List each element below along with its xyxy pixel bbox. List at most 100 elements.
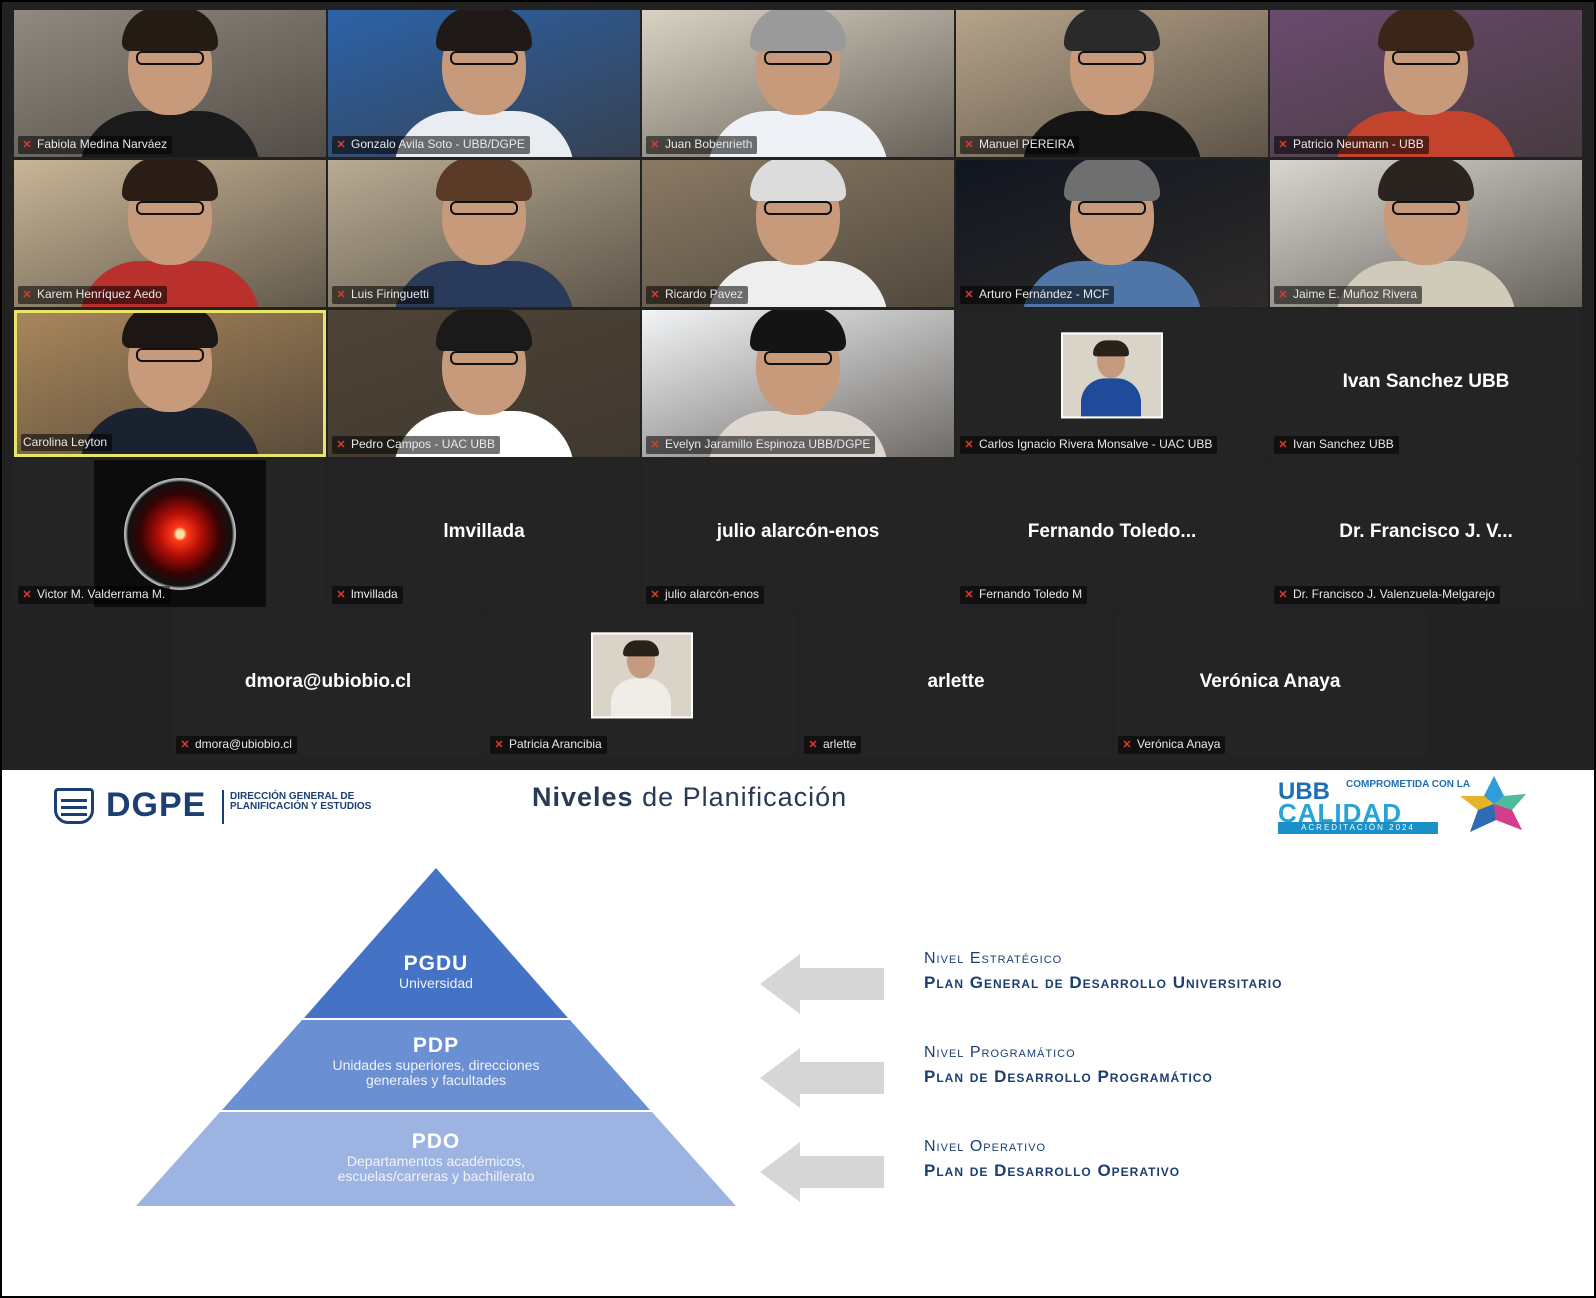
participant-tile[interactable]: ✕Juan Bobenrieth xyxy=(642,10,954,157)
participant-tile[interactable]: Verónica Anaya ✕Verónica Anaya xyxy=(1114,610,1426,757)
participant-tile[interactable]: julio alarcón-enos✕julio alarcón-enos xyxy=(642,460,954,607)
participant-tile[interactable]: ✕Arturo Fernández - MCF xyxy=(956,160,1268,307)
muted-microphone-icon: ✕ xyxy=(650,439,660,451)
participant-tile[interactable]: ✕Manuel PEREIRA xyxy=(956,10,1268,157)
muted-microphone-icon: ✕ xyxy=(22,589,32,601)
muted-microphone-icon: ✕ xyxy=(964,139,974,151)
pyramid-label-pgdu: PGDU Universidad xyxy=(399,952,473,991)
participant-figure xyxy=(70,10,270,157)
participant-figure xyxy=(1326,10,1526,157)
participant-tile[interactable]: lmvillada✕lmvillada xyxy=(328,460,640,607)
pyramid-label-pdp: PDP Unidades superiores, direcciones gen… xyxy=(332,1034,540,1088)
muted-microphone-icon: ✕ xyxy=(336,439,346,451)
pyramid-tier-pgdu xyxy=(304,868,568,1018)
participant-figure xyxy=(698,10,898,157)
participant-video xyxy=(1270,10,1582,157)
participant-video xyxy=(14,10,326,157)
participant-video xyxy=(956,10,1268,157)
participant-name-label: ✕Carlos Ignacio Rivera Monsalve - UAC UB… xyxy=(960,436,1218,454)
participant-display-name: arlette xyxy=(927,670,985,692)
muted-microphone-icon: ✕ xyxy=(650,139,660,151)
muted-microphone-icon: ✕ xyxy=(650,589,660,601)
participant-name-label: ✕Carolina Leyton xyxy=(21,434,113,451)
arrow-left-icon xyxy=(760,1048,884,1108)
muted-microphone-icon: ✕ xyxy=(336,589,346,601)
participant-video xyxy=(1270,160,1582,307)
participant-figure xyxy=(1012,10,1212,157)
muted-microphone-icon: ✕ xyxy=(964,589,974,601)
participant-video xyxy=(328,10,640,157)
participant-figure xyxy=(1326,160,1526,307)
participant-tile[interactable]: Fernando Toledo... ✕Fernando Toledo M xyxy=(956,460,1268,607)
participant-figure xyxy=(384,310,584,457)
participant-tile[interactable]: Dr. Francisco J. V...✕Dr. Francisco J. V… xyxy=(1270,460,1582,607)
participant-video xyxy=(642,10,954,157)
participant-name-label: ✕Victor M. Valderrama M. xyxy=(18,586,171,604)
arrow-left-icon xyxy=(760,1142,884,1202)
participant-name-label: ✕Luis Firinguetti xyxy=(332,286,435,304)
participant-name-label: ✕Verónica Anaya xyxy=(1118,736,1226,754)
muted-microphone-icon: ✕ xyxy=(1122,739,1132,751)
participant-tile[interactable]: ✕Gonzalo Avila Soto - UBB/DGPE xyxy=(328,10,640,157)
pyramid-tier-pdp xyxy=(222,1020,650,1110)
participant-name-label: ✕Patricio Neumann - UBB xyxy=(1274,136,1429,154)
muted-microphone-icon: ✕ xyxy=(1278,439,1288,451)
participant-tile[interactable]: ✕Karem Henríquez Aedo xyxy=(14,160,326,307)
participant-tile[interactable]: ✕Patricio Neumann - UBB xyxy=(1270,10,1582,157)
hal-eye-avatar xyxy=(94,460,266,607)
participant-name-label: ✕julio alarcón-enos xyxy=(646,586,765,604)
participant-display-name: dmora@ubiobio.cl xyxy=(244,670,412,692)
participant-name-label: ✕Arturo Fernández - MCF xyxy=(960,286,1115,304)
muted-microphone-icon: ✕ xyxy=(964,439,974,451)
dgpe-acronym: DGPE xyxy=(106,786,207,824)
participant-tile[interactable]: ✕Carlos Ignacio Rivera Monsalve - UAC UB… xyxy=(956,310,1268,457)
participant-name-label: ✕arlette xyxy=(804,736,862,754)
participant-tile[interactable]: arlette ✕arlette xyxy=(800,610,1112,757)
muted-microphone-icon: ✕ xyxy=(964,289,974,301)
participant-display-name: Verónica Anaya xyxy=(1199,670,1341,692)
dgpe-logo: DGPE Dirección General de Planificación … xyxy=(54,782,394,832)
participant-tile[interactable]: ✕Evelyn Jaramillo Espinoza UBB/DGPE xyxy=(642,310,954,457)
muted-microphone-icon: ✕ xyxy=(494,739,504,751)
muted-microphone-icon: ✕ xyxy=(1278,589,1288,601)
participant-name-label: ✕Evelyn Jaramillo Espinoza UBB/DGPE xyxy=(646,436,876,454)
muted-microphone-icon: ✕ xyxy=(650,289,660,301)
participant-figure xyxy=(70,313,270,454)
participant-tile[interactable]: ✕Pedro Campos - UAC UBB xyxy=(328,310,640,457)
participant-tile[interactable]: ✕Ricardo Pavez xyxy=(642,160,954,307)
level-programatico: Nivel Programático Plan de Desarrollo Pr… xyxy=(760,1044,1560,1114)
planning-pyramid xyxy=(136,868,736,1206)
pyramid-label-pdo: PDO Departamentos académicos, escuelas/c… xyxy=(337,1130,535,1184)
pyramid-tier-pdo xyxy=(136,1112,736,1206)
participant-figure xyxy=(384,10,584,157)
participant-tile[interactable]: ✕Patricia Arancibia xyxy=(486,610,798,757)
participant-figure xyxy=(1012,160,1212,307)
participant-tile[interactable]: ✕Fabiola Medina Narváez xyxy=(14,10,326,157)
level-estrategico: Nivel Estratégico Plan General de Desarr… xyxy=(760,950,1560,1020)
participant-name-label: ✕Pedro Campos - UAC UBB xyxy=(332,436,501,454)
participant-display-name: Ivan Sanchez UBB xyxy=(1342,370,1510,392)
participant-name-label: ✕Manuel PEREIRA xyxy=(960,136,1080,154)
participant-name-label: ✕Patricia Arancibia xyxy=(490,736,607,754)
participant-name-label: ✕Fernando Toledo M xyxy=(960,586,1088,604)
participant-tile[interactable]: ✕Luis Firinguetti xyxy=(328,160,640,307)
muted-microphone-icon: ✕ xyxy=(808,739,818,751)
muted-microphone-icon: ✕ xyxy=(22,139,32,151)
arrow-left-icon xyxy=(760,954,884,1014)
participant-tile[interactable]: dmora@ubiobio.cl ✕dmora@ubiobio.cl xyxy=(172,610,484,757)
participant-tile[interactable]: ✕Jaime E. Muñoz Rivera xyxy=(1270,160,1582,307)
muted-microphone-icon: ✕ xyxy=(1278,289,1288,301)
muted-microphone-icon: ✕ xyxy=(336,289,346,301)
participant-tile[interactable]: Ivan Sanchez UBB ✕Ivan Sanchez UBB xyxy=(1270,310,1582,457)
participant-display-name: Fernando Toledo... xyxy=(1027,520,1197,542)
ubb-calidad-logo: UBB Comprometida con la CALIDAD ACREDITA… xyxy=(1276,772,1546,836)
participant-tile[interactable]: ✕Victor M. Valderrama M. xyxy=(14,460,326,607)
participant-name-label: ✕Karem Henríquez Aedo xyxy=(18,286,167,304)
muted-microphone-icon: ✕ xyxy=(22,289,32,301)
participant-name-label: ✕Ivan Sanchez UBB xyxy=(1274,436,1399,454)
participant-video xyxy=(642,310,954,457)
participant-video xyxy=(328,160,640,307)
participant-name-label: ✕dmora@ubiobio.cl xyxy=(176,736,297,754)
participant-tile[interactable]: ✕Carolina Leyton xyxy=(14,310,326,457)
